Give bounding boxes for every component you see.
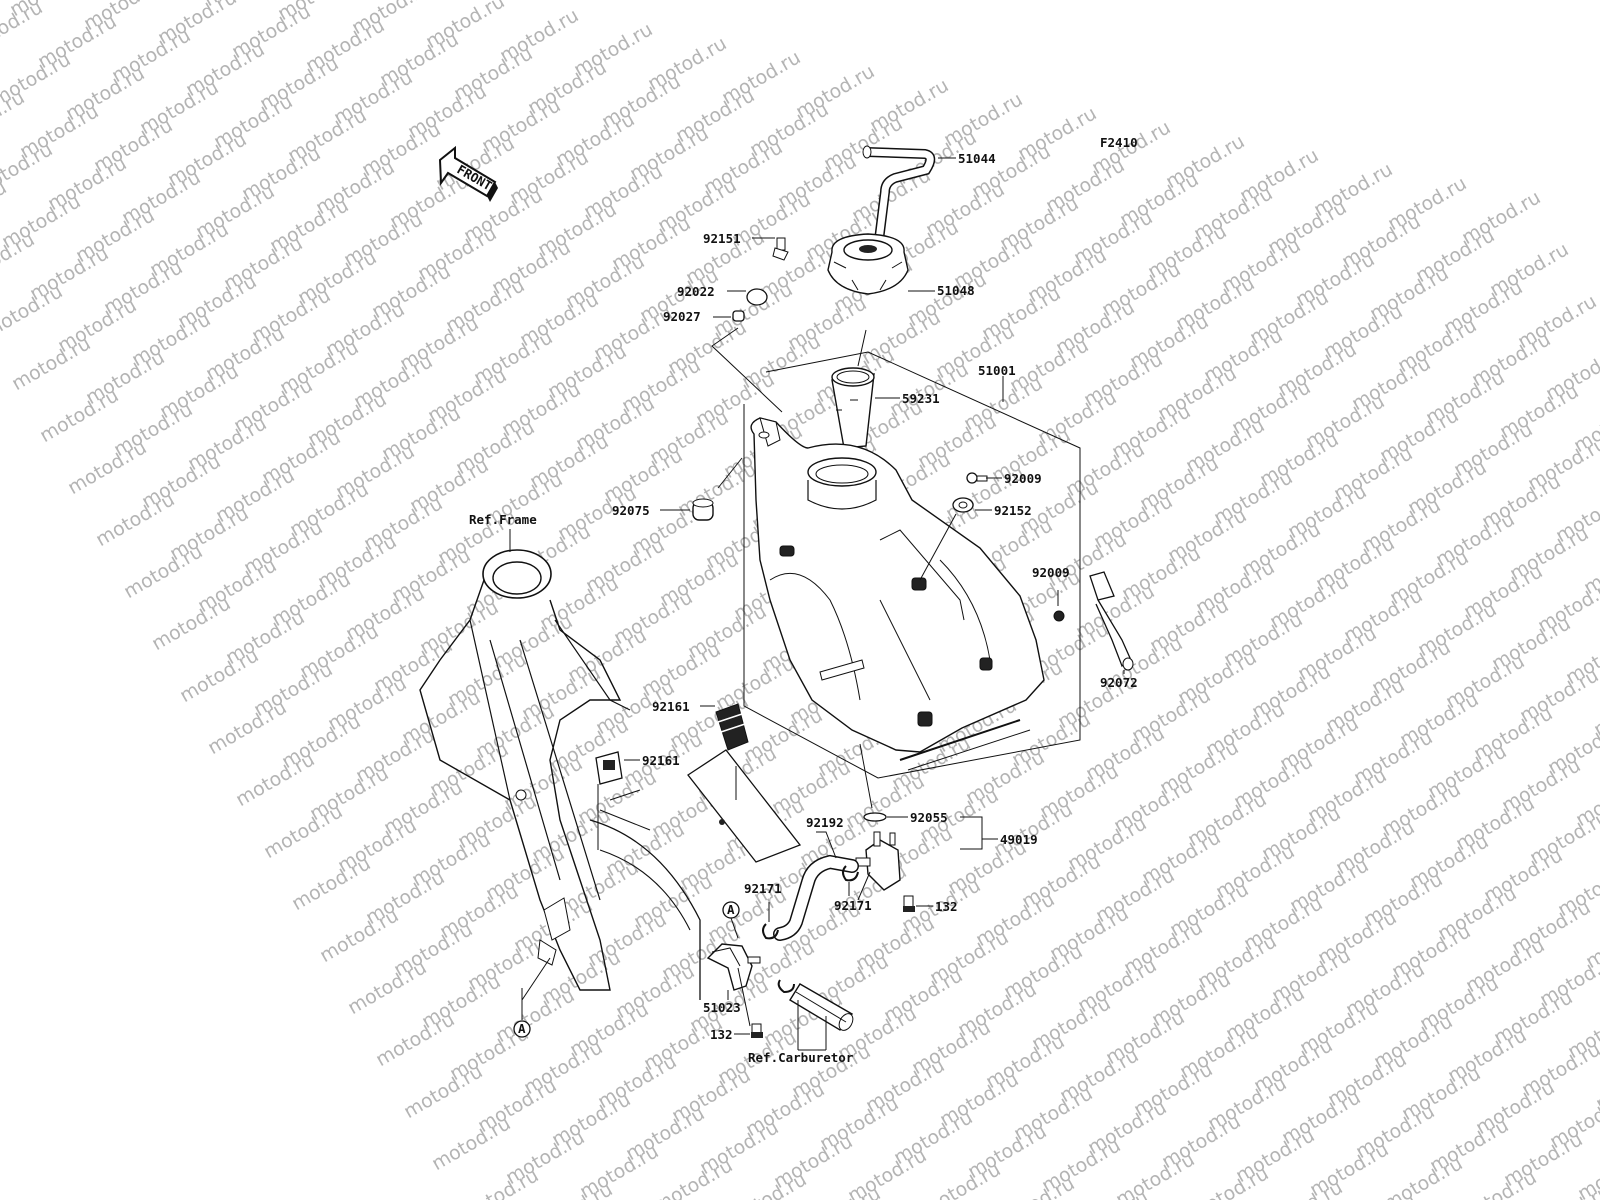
callout-a-upper: A <box>722 901 740 919</box>
grommet-92152 <box>952 497 974 513</box>
damper-92161-upper <box>715 703 749 751</box>
part-51001: 51001 <box>978 363 1016 378</box>
part-92055: 92055 <box>910 810 948 825</box>
part-92151: 92151 <box>703 231 741 246</box>
part-51048: 51048 <box>937 283 975 298</box>
part-92152: 92152 <box>994 503 1032 518</box>
bolt-92009-side <box>1053 610 1065 622</box>
part-92161-lower: 92161 <box>642 753 680 768</box>
part-92027: 92027 <box>663 309 701 324</box>
callout-a-lower-letter: A <box>518 1021 526 1036</box>
figure-code: F2410 <box>1100 135 1138 150</box>
part-92072: 92072 <box>1100 675 1138 690</box>
part-51044: 51044 <box>958 151 996 166</box>
bolt-92009-top <box>966 472 988 484</box>
part-92161-upper: 92161 <box>652 699 690 714</box>
strap-92072 <box>1089 571 1134 671</box>
frame <box>419 549 701 1000</box>
part-92009-side: 92009 <box>1032 565 1070 580</box>
part-92171-left: 92171 <box>744 881 782 896</box>
oring-92055 <box>863 812 887 822</box>
part-49019: 49019 <box>1000 832 1038 847</box>
carburetor-hose <box>777 979 854 1031</box>
bolt-132-left <box>751 1023 763 1038</box>
damper-92161-lower <box>595 751 623 785</box>
bolt-92151 <box>772 237 789 261</box>
part-59231: 59231 <box>902 391 940 406</box>
part-92192: 92192 <box>806 815 844 830</box>
fuel-filter <box>831 367 875 449</box>
callout-a-lower: A <box>513 1020 531 1038</box>
clip-92171-right <box>842 865 859 882</box>
side-cover <box>687 749 802 863</box>
bracket-51023 <box>706 943 761 991</box>
part-132-left: 132 <box>710 1027 733 1042</box>
fuel-cock <box>855 831 901 891</box>
clip-92171-left <box>762 923 779 940</box>
ref-carburetor: Ref.Carburetor <box>748 1050 854 1065</box>
part-92022: 92022 <box>677 284 715 299</box>
breather-hose <box>862 145 936 241</box>
bolt-132-right <box>903 895 915 912</box>
washer-92022 <box>746 288 768 306</box>
part-132-right: 132 <box>935 899 958 914</box>
fuel-tank <box>750 417 1045 771</box>
collar-92027 <box>732 310 745 322</box>
callout-a-upper-letter: A <box>727 902 735 917</box>
part-92009-top: 92009 <box>1004 471 1042 486</box>
front-arrow: FRONT <box>438 145 498 202</box>
part-92171-right: 92171 <box>834 898 872 913</box>
part-92075: 92075 <box>612 503 650 518</box>
fuel-cap <box>827 233 909 295</box>
damper-92075 <box>692 498 714 521</box>
ref-frame: Ref.Frame <box>469 512 537 527</box>
part-51023: 51023 <box>703 1000 741 1015</box>
fuel-hose <box>773 854 859 941</box>
